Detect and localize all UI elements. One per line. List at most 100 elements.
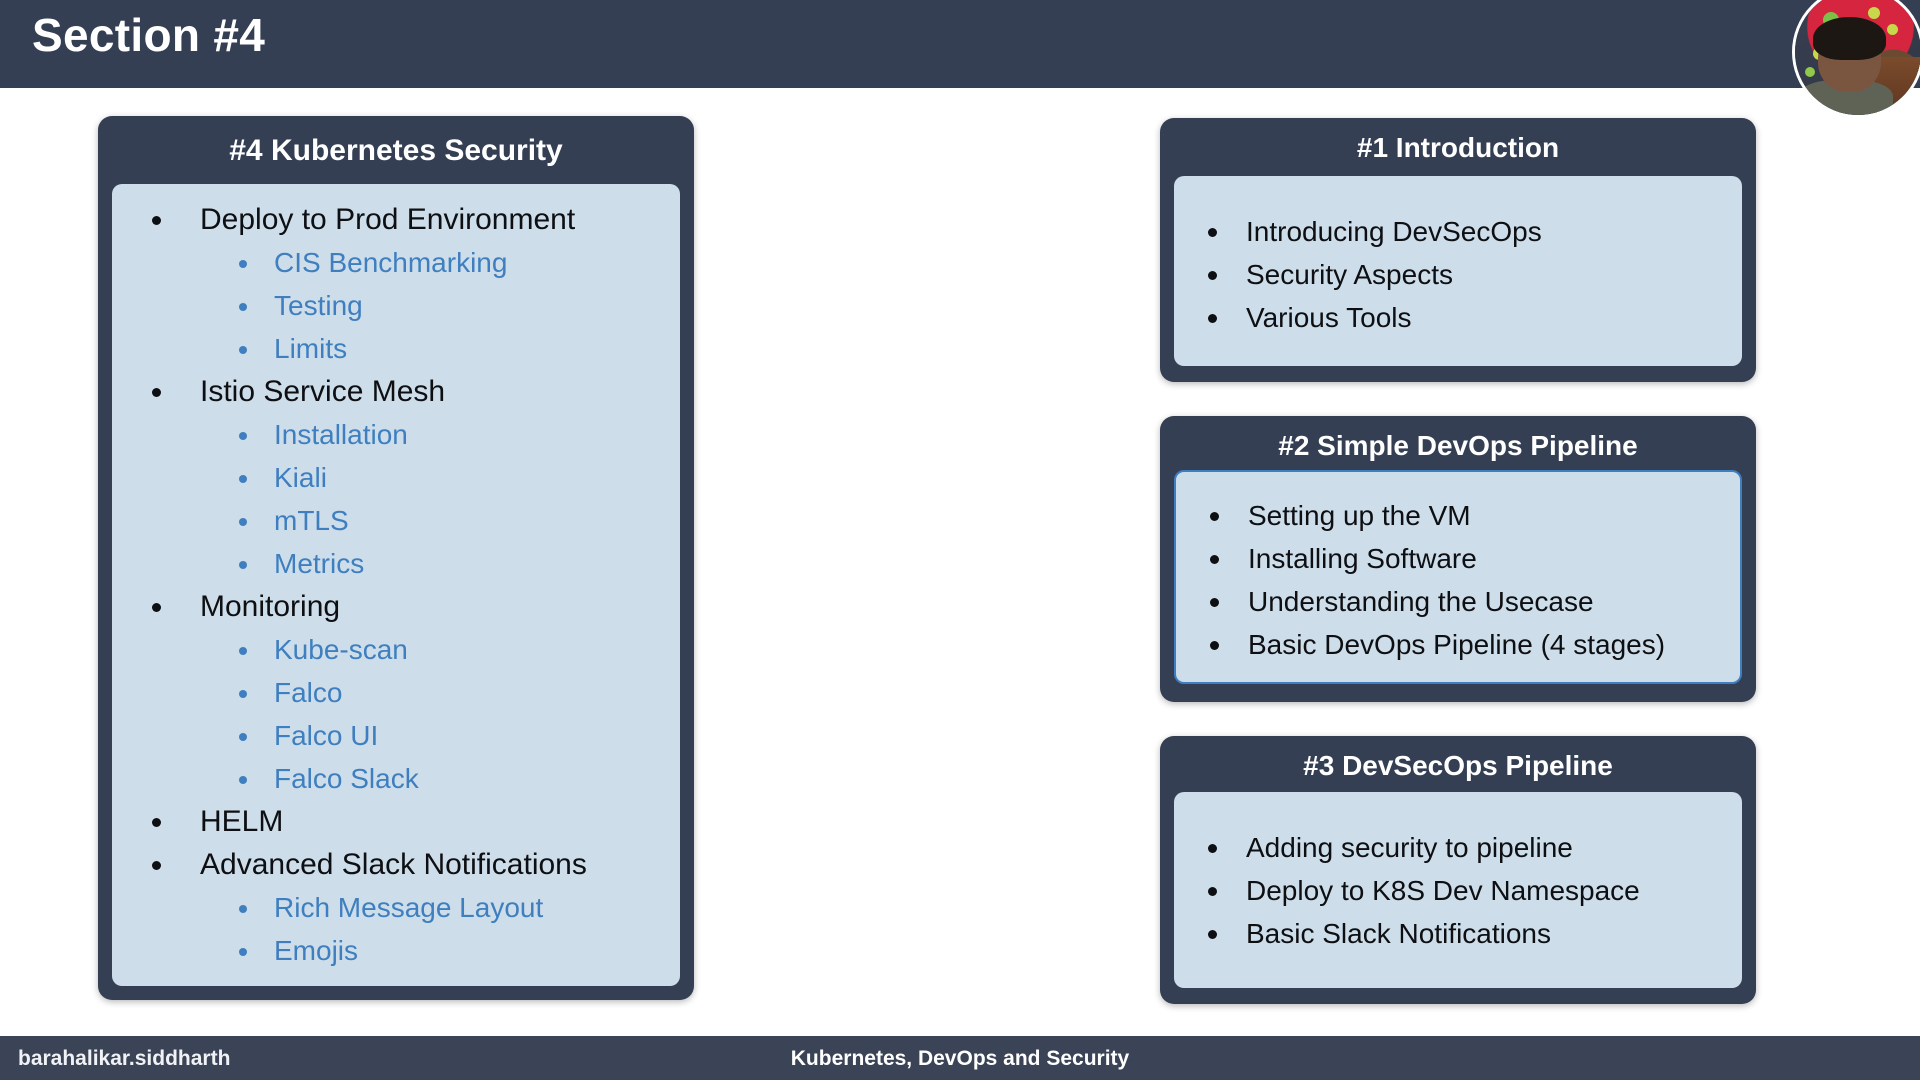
- bullet-dot-icon: [1208, 844, 1217, 853]
- bullet-dot-icon: [1208, 887, 1217, 896]
- list-item[interactable]: Metrics: [112, 542, 680, 585]
- list-item-label: Falco: [274, 677, 343, 708]
- webcam-decor-dot: [1805, 67, 1816, 78]
- list-kubernetes-security: Deploy to Prod Environment CIS Benchmark…: [112, 198, 680, 972]
- list-item-label: Setting up the VM: [1248, 500, 1471, 531]
- card-introduction[interactable]: #1 Introduction Introducing DevSecOps Se…: [1160, 118, 1756, 382]
- card-body-devsecops-pipeline: Adding security to pipeline Deploy to K8…: [1174, 792, 1742, 988]
- list-item[interactable]: Installation: [112, 413, 680, 456]
- list-item[interactable]: Introducing DevSecOps: [1174, 210, 1742, 253]
- webcam-person-hair: [1812, 16, 1886, 60]
- list-item[interactable]: Deploy to K8S Dev Namespace: [1174, 869, 1742, 912]
- bullet-dot-icon: [1208, 314, 1217, 323]
- list-item-label: Adding security to pipeline: [1246, 832, 1573, 863]
- list-item-label: HELM: [200, 805, 284, 838]
- bullet-dot-icon: [1210, 512, 1219, 521]
- list-item-label: Emojis: [274, 935, 359, 966]
- bullet-dot-icon: [1210, 598, 1219, 607]
- list-item-label: Monitoring: [200, 590, 341, 623]
- card-body-simple-devops-pipeline: Setting up the VM Installing Software Un…: [1174, 470, 1742, 684]
- bullet-dot-icon: [152, 388, 161, 397]
- list-item-label: Deploy to Prod Environment: [200, 203, 576, 236]
- list-item[interactable]: Various Tools: [1174, 296, 1742, 339]
- list-item[interactable]: Kube-scan: [112, 628, 680, 671]
- list-item-label: Limits: [274, 333, 348, 364]
- presenter-webcam-avatar[interactable]: [1792, 0, 1920, 118]
- list-item[interactable]: Limits: [112, 327, 680, 370]
- list-item-label: Installing Software: [1248, 543, 1477, 574]
- list-item[interactable]: Deploy to Prod Environment: [112, 198, 680, 241]
- bullet-dot-icon: [239, 776, 247, 784]
- list-item[interactable]: Advanced Slack Notifications: [112, 843, 680, 886]
- list-item[interactable]: Emojis: [112, 929, 680, 972]
- list-item-label: Rich Message Layout: [274, 892, 544, 923]
- list-item[interactable]: Falco: [112, 671, 680, 714]
- bullet-dot-icon: [239, 518, 247, 526]
- bullet-dot-icon: [239, 733, 247, 741]
- bullet-dot-icon: [239, 690, 247, 698]
- bullet-dot-icon: [239, 905, 247, 913]
- list-item-label: Falco UI: [274, 720, 379, 751]
- list-item-label: Testing: [274, 290, 363, 321]
- list-item-label: Security Aspects: [1246, 259, 1453, 290]
- bullet-dot-icon: [152, 216, 161, 225]
- list-item[interactable]: Falco Slack: [112, 757, 680, 800]
- list-item-label: Advanced Slack Notifications: [200, 848, 587, 881]
- bullet-dot-icon: [239, 647, 247, 655]
- list-item[interactable]: Istio Service Mesh: [112, 370, 680, 413]
- card-kubernetes-security[interactable]: #4 Kubernetes Security Deploy to Prod En…: [98, 116, 694, 1000]
- bullet-dot-icon: [239, 475, 247, 483]
- list-item[interactable]: Testing: [112, 284, 680, 327]
- list-item-label: Kube-scan: [274, 634, 408, 665]
- bullet-dot-icon: [239, 346, 247, 354]
- list-item[interactable]: Security Aspects: [1174, 253, 1742, 296]
- list-item-label: Basic DevOps Pipeline (4 stages): [1248, 629, 1666, 660]
- list-item-label: Introducing DevSecOps: [1246, 216, 1542, 247]
- bullet-dot-icon: [1208, 930, 1217, 939]
- card-body-introduction: Introducing DevSecOps Security Aspects V…: [1174, 176, 1742, 366]
- footer-author: barahalikar.siddharth: [18, 1047, 231, 1070]
- bullet-dot-icon: [1208, 228, 1217, 237]
- bullet-dot-icon: [1210, 555, 1219, 564]
- list-item-label: Understanding the Usecase: [1248, 586, 1594, 617]
- list-item[interactable]: Setting up the VM: [1176, 494, 1740, 537]
- list-item-label: Installation: [274, 419, 408, 450]
- list-item[interactable]: Kiali: [112, 456, 680, 499]
- list-item[interactable]: Rich Message Layout: [112, 886, 680, 929]
- list-item-label: Metrics: [274, 548, 365, 579]
- list-item[interactable]: HELM: [112, 800, 680, 843]
- bullet-dot-icon: [239, 561, 247, 569]
- bullet-dot-icon: [239, 303, 247, 311]
- list-item-label: Various Tools: [1246, 302, 1412, 333]
- list-item-label: CIS Benchmarking: [274, 247, 508, 278]
- page-title: Section #4: [32, 9, 266, 61]
- card-simple-devops-pipeline[interactable]: #2 Simple DevOps Pipeline Setting up the…: [1160, 416, 1756, 702]
- list-item[interactable]: Basic Slack Notifications: [1174, 912, 1742, 955]
- bullet-dot-icon: [152, 818, 161, 827]
- list-item-label: mTLS: [274, 505, 349, 536]
- list-item-label: Basic Slack Notifications: [1246, 918, 1552, 949]
- card-body-kubernetes-security: Deploy to Prod Environment CIS Benchmark…: [112, 184, 680, 986]
- card-title-simple-devops-pipeline: #2 Simple DevOps Pipeline: [1278, 430, 1638, 461]
- bullet-dot-icon: [152, 603, 161, 612]
- list-item[interactable]: Adding security to pipeline: [1174, 826, 1742, 869]
- list-item-label: Falco Slack: [274, 763, 419, 794]
- list-item[interactable]: Understanding the Usecase: [1176, 580, 1740, 623]
- list-item[interactable]: mTLS: [112, 499, 680, 542]
- card-devsecops-pipeline[interactable]: #3 DevSecOps Pipeline Adding security to…: [1160, 736, 1756, 1004]
- card-title-kubernetes-security: #4 Kubernetes Security: [229, 134, 563, 167]
- list-simple-devops-pipeline: Setting up the VM Installing Software Un…: [1176, 494, 1740, 666]
- bullet-dot-icon: [239, 948, 247, 956]
- bullet-dot-icon: [239, 260, 247, 268]
- card-title-introduction: #1 Introduction: [1356, 132, 1560, 163]
- list-item[interactable]: Basic DevOps Pipeline (4 stages): [1176, 623, 1740, 666]
- list-item[interactable]: Monitoring: [112, 585, 680, 628]
- list-item[interactable]: Falco UI: [112, 714, 680, 757]
- list-item[interactable]: CIS Benchmarking: [112, 241, 680, 284]
- card-title-devsecops-pipeline: #3 DevSecOps Pipeline: [1303, 750, 1613, 781]
- list-item[interactable]: Installing Software: [1176, 537, 1740, 580]
- slide-footer-bar: barahalikar.siddharth Kubernetes, DevOps…: [0, 1036, 1920, 1080]
- bullet-dot-icon: [1210, 641, 1219, 650]
- list-item-label: Istio Service Mesh: [200, 375, 446, 408]
